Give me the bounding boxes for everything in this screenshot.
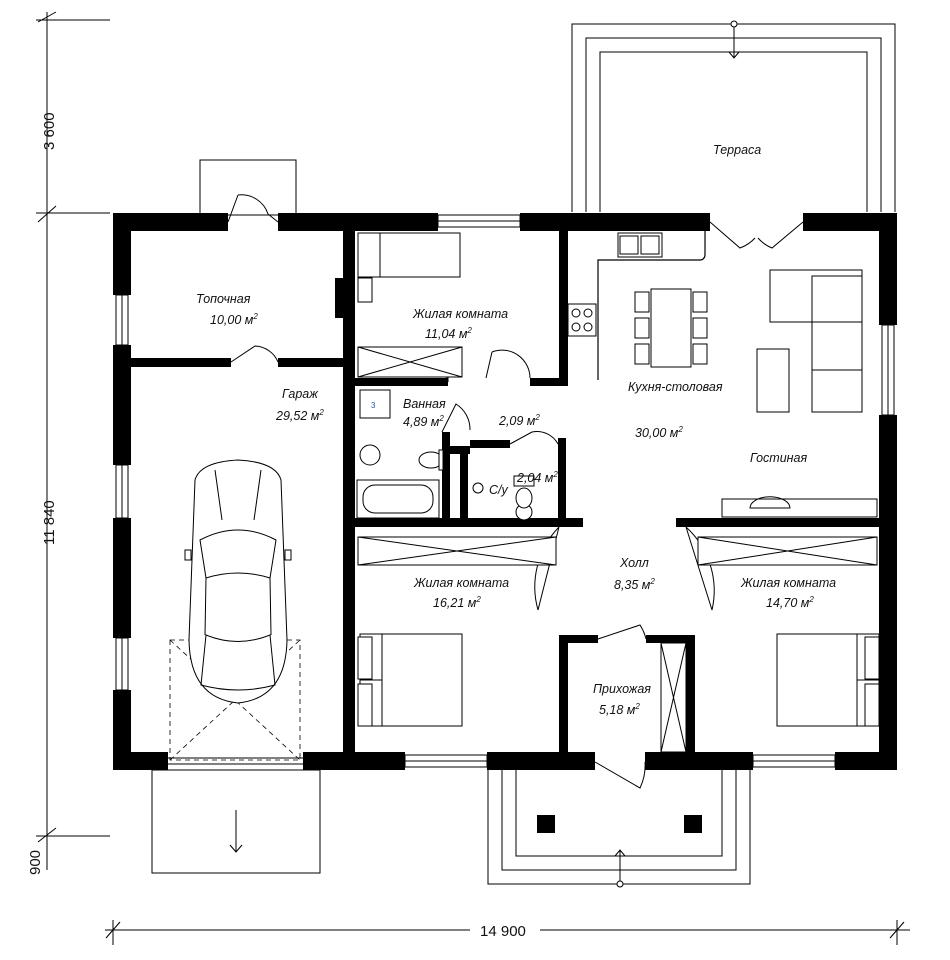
entrance-porch (487, 770, 751, 888)
garage-apron (151, 769, 321, 874)
room-name-bedroom-11: Жилая комната (412, 307, 508, 321)
room-name-terrace: Терраса (713, 143, 761, 157)
room-name-bedroom-14: Жилая комната (740, 576, 836, 590)
doors (227, 194, 804, 789)
room-name-garage: Гараж (282, 387, 319, 401)
windows (115, 214, 895, 768)
exterior-walls (113, 213, 897, 770)
room-area-bedroom-11: 11,04 м2 (425, 326, 472, 341)
furniture: 3 (356, 231, 880, 753)
room-name-boiler: Топочная (196, 292, 251, 306)
boiler-porch (199, 159, 297, 216)
room-labels: Терраса Топочная 10,00 м2 Гараж 29,52 м2… (196, 143, 836, 717)
room-name-hall: Холл (619, 556, 649, 570)
room-area-corridor: 2,09 м2 (498, 413, 540, 428)
room-area-boiler: 10,00 м2 (210, 312, 258, 327)
room-name-bathroom: Ванная (403, 397, 446, 411)
dimension-lines (36, 11, 910, 945)
room-area-bathroom: 4,89 м2 (403, 414, 444, 429)
terrace (571, 20, 896, 212)
room-area-garage: 29,52 м2 (275, 408, 324, 423)
room-name-living: Гостиная (750, 451, 807, 465)
dim-height: 11 840 (41, 500, 58, 545)
room-area-wc: 2,04 м2 (516, 470, 558, 485)
dim-bottom-depth: 900 (27, 850, 44, 875)
boiler-mark: 3 (371, 401, 376, 410)
room-area-bedroom-16: 16,21 м2 (433, 595, 481, 610)
room-area-bedroom-14: 14,70 м2 (766, 595, 814, 610)
room-area-hall: 8,35 м2 (614, 577, 655, 592)
dim-top-depth: 3 600 (41, 112, 58, 150)
dim-width: 14 900 (480, 923, 526, 940)
room-name-wc: С/у (489, 483, 509, 497)
room-name-entrance: Прихожая (593, 682, 651, 696)
room-area-kitchen: 30,00 м2 (635, 425, 683, 440)
interior-walls (131, 231, 879, 752)
room-name-kitchen: Кухня-столовая (628, 380, 723, 394)
car (169, 459, 301, 761)
room-area-entrance: 5,18 м2 (599, 702, 640, 717)
room-name-bedroom-16: Жилая комната (413, 576, 509, 590)
